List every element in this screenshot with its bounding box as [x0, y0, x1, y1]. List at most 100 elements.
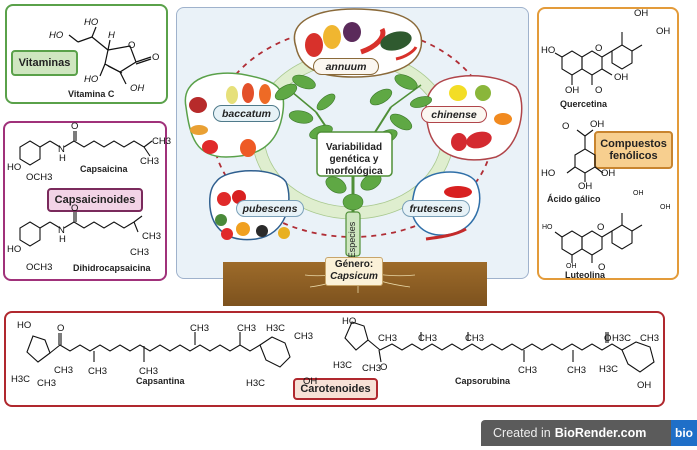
luteolina-atom: OH [633, 190, 644, 197]
dihidrocapsaicina-atom: N [58, 225, 65, 236]
capsorubina-atom: CH3 [518, 365, 538, 376]
fenolicos-tag-text: Compuestos fenólicos [600, 137, 667, 162]
credit-brand: BioRender.com [554, 426, 647, 440]
capsorubina-atom: O [604, 333, 612, 344]
phenolic-structures [554, 32, 643, 263]
carotenoides-tag: Carotenoides [293, 378, 378, 400]
genus-box: Género: Capsicum [325, 257, 383, 286]
capsorubina-atom: OH [637, 380, 652, 391]
capsaicina-atom: N [58, 144, 65, 155]
species-frutescens: frutescens [402, 200, 470, 217]
quercetina-atom: OH [565, 85, 580, 96]
capsorubina-atom: CH3 [418, 333, 438, 344]
species-annuum: annuum [313, 58, 379, 75]
dihidrocapsaicina-label: Dihidrocapsaicina [73, 263, 151, 273]
capsantina-atom: CH3 [54, 365, 74, 376]
vitc-atom: O [152, 52, 160, 63]
vitc-atom: H [108, 30, 115, 41]
capsaicinoides-tag: Capsaicinoides [47, 188, 143, 212]
fenolicos-tag: Compuestos fenólicos [594, 131, 673, 169]
vitaminas-tag: Vitaminas [11, 50, 78, 76]
species-chinense: chinense [421, 106, 487, 123]
capsaicina-atom: CH3 [140, 156, 160, 167]
vitamina-c-structure [68, 26, 152, 85]
luteolina-atom: HO [542, 224, 553, 231]
capsantina-atom: CH3 [139, 366, 159, 377]
pubescens-peppers [215, 190, 290, 240]
quercetina-atom: OH [634, 8, 649, 19]
capsorubina-atom: HO [342, 316, 357, 327]
galico-atom: HO [541, 168, 556, 179]
capsantina-atom: CH3 [88, 366, 108, 377]
luteolina-atom: O [598, 262, 606, 273]
capsantina-atom: O [57, 323, 65, 334]
galico-label: Ácido gálico [547, 194, 601, 204]
capsaicina-structure [19, 131, 153, 247]
carotenoid-structures [26, 321, 655, 373]
vitc-atom: HO [84, 17, 99, 28]
dihidrocapsaicina-atom: CH3 [142, 231, 162, 242]
frutescens-peppers [425, 186, 472, 241]
capsaicina-atom: H [59, 153, 66, 164]
credit-prefix: Created in [493, 426, 551, 440]
baccatum-peppers [189, 83, 271, 157]
capsantina-atom: CH3 [237, 323, 257, 334]
capsorubina-label: Capsorubina [455, 376, 511, 386]
capsorubina-atom: H3C [333, 360, 353, 371]
capsorubina-atom: O [380, 362, 388, 373]
quercetina-atom: OH [614, 72, 629, 83]
capsantina-atom: HO [17, 320, 32, 331]
quercetina-atom: O [595, 43, 603, 54]
galico-atom: OH [601, 168, 616, 179]
capsantina-label: Capsantina [136, 376, 185, 386]
genus-name: Capsicum [330, 271, 378, 282]
dihidrocapsaicina-atom: HO [7, 244, 22, 255]
capsorubina-atom: H3C [612, 333, 632, 344]
dihidrocapsaicina-atom: O [71, 203, 79, 214]
quercetina-label: Quercetina [560, 99, 608, 109]
capsantina-atom: CH3 [37, 378, 57, 389]
capsaicina-atom: O [71, 121, 79, 132]
luteolina-atom: OH [566, 263, 577, 270]
vitc-atom: HO [84, 74, 99, 85]
capsorubina-atom: CH3 [378, 333, 398, 344]
quercetina-atom: OH [656, 26, 671, 37]
luteolina-atom: O [597, 222, 605, 233]
luteolina-atom: OH [660, 204, 671, 211]
genus-label: Género: [334, 259, 374, 270]
vitamina-c-label: Vitamina C [68, 89, 115, 99]
capsantina-atom: OH [303, 376, 318, 387]
capsantina-atom: H3C [266, 323, 286, 334]
dihidrocapsaicina-atom: CH3 [130, 247, 150, 258]
capsaicina-atom: OCH3 [26, 172, 53, 183]
vitc-atom: O [128, 40, 136, 51]
chinense-peppers [449, 85, 512, 151]
quercetina-atom: HO [541, 45, 556, 56]
biorender-credit[interactable]: Created in BioRender.com bio [481, 420, 697, 446]
species-baccatum: baccatum [213, 105, 280, 122]
capsorubina-atom: CH3 [465, 333, 485, 344]
galico-atom: O [562, 121, 570, 132]
capsaicina-atom: HO [7, 162, 22, 173]
capsantina-atom: CH3 [294, 331, 314, 342]
carotenoides-panel [4, 311, 326, 407]
capsorubina-atom: CH3 [567, 365, 587, 376]
capsaicina-label: Capsaicina [80, 164, 128, 174]
galico-atom: OH [590, 119, 605, 130]
capsantina-atom: H3C [11, 374, 31, 385]
capsantina-atom: CH3 [190, 323, 210, 334]
species-pubescens: pubescens [236, 200, 304, 217]
annuum-peppers [305, 22, 418, 61]
vitc-atom: HO [49, 30, 64, 41]
quercetina-atom: O [595, 85, 603, 96]
capsorubina-atom: H3C [599, 364, 619, 375]
capsorubina-atom: CH3 [362, 363, 382, 374]
dihidrocapsaicina-atom: OCH3 [26, 262, 53, 273]
capsantina-atom: H3C [246, 378, 266, 389]
center-title: Variabilidad genética y morfológica [325, 142, 383, 177]
vitc-atom: OH [130, 83, 145, 94]
capsaicina-atom: CH3 [152, 136, 172, 147]
luteolina-label: Luteolina [565, 270, 605, 280]
galico-atom: OH [578, 181, 593, 192]
biorender-logo-icon: bio [671, 420, 697, 446]
